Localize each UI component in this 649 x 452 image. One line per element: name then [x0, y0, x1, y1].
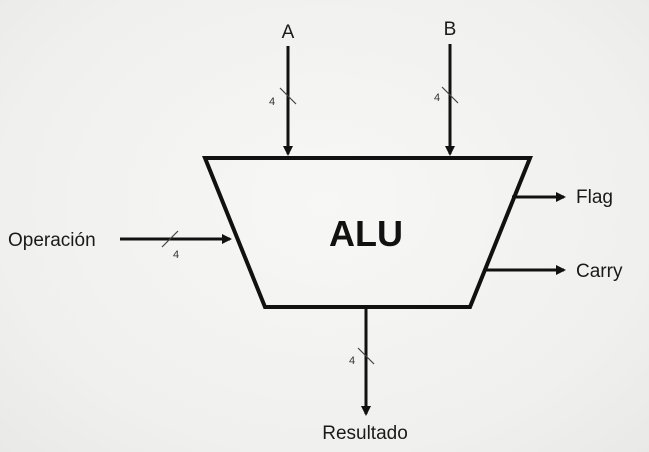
- output-result-bus-width: 4: [349, 355, 355, 367]
- output-result-label: Resultado: [322, 423, 408, 444]
- output-result-bus-tick: [357, 347, 375, 365]
- input-b-bus-width: 4: [434, 92, 440, 104]
- input-b-bus-tick: [441, 86, 459, 104]
- alu-block: [202, 156, 533, 309]
- input-operation-bus-width: 4: [173, 249, 179, 261]
- alu-label: ALU: [329, 213, 403, 254]
- input-a-bus-width: 4: [269, 96, 275, 108]
- input-a-bus-tick: [279, 87, 297, 105]
- input-b-label: B: [444, 19, 457, 40]
- input-operation-bus-tick: [161, 230, 179, 248]
- input-a-label: A: [282, 22, 295, 43]
- input-operation-label: Operación: [8, 230, 96, 251]
- output-carry-label: Carry: [576, 261, 623, 282]
- output-flag-label: Flag: [576, 187, 613, 208]
